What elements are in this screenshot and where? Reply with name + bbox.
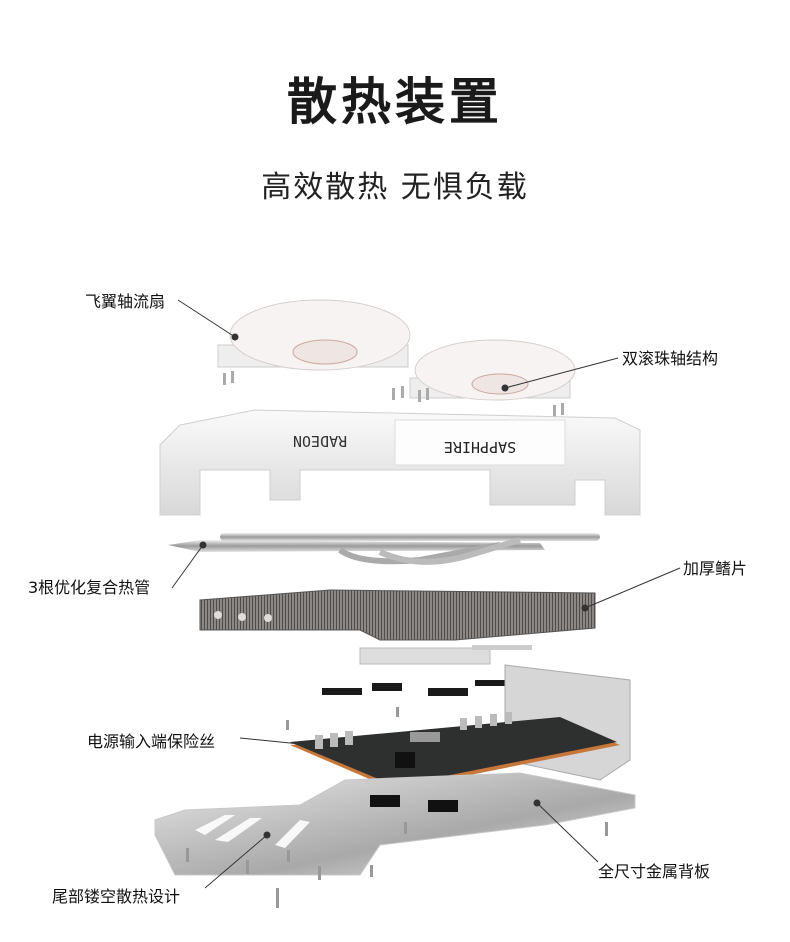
callout-thick-fins: 加厚鳍片 <box>683 559 748 578</box>
fan-left <box>217 299 411 371</box>
sapphire-logo: SAPPHIRE <box>444 438 516 456</box>
callout-hollow-tail: 尾部镂空散热设计 <box>52 887 181 906</box>
screws-top <box>223 371 564 417</box>
shroud: RADEON SAPPHIRE <box>159 409 641 516</box>
gpu-contact-plate <box>359 647 491 665</box>
callout-metal-backplate: 全尺寸金属背板 <box>598 862 711 881</box>
backplate <box>154 772 636 876</box>
callout-dual-ball-bearing: 双滚珠轴结构 <box>622 349 719 368</box>
callout-heatpipes: 3根优化复合热管 <box>28 578 151 597</box>
screws-bottom <box>186 822 608 908</box>
radeon-logo: RADEON <box>293 432 347 450</box>
heatpipes <box>168 533 600 565</box>
callout-power-fuse: 电源输入端保险丝 <box>87 732 216 751</box>
callout-fan: 飞翼轴流扇 <box>85 292 166 311</box>
page-subtitle: 高效散热 无惧负载 <box>261 170 529 205</box>
pcb <box>290 664 631 790</box>
thermal-pads <box>322 680 523 696</box>
callout-leaders <box>171 299 681 889</box>
page-title: 散热装置 <box>287 73 503 131</box>
screws-mid <box>286 707 399 730</box>
thermal-bar <box>472 645 532 650</box>
fan-right <box>409 339 576 401</box>
heatsink-fins <box>199 589 596 641</box>
